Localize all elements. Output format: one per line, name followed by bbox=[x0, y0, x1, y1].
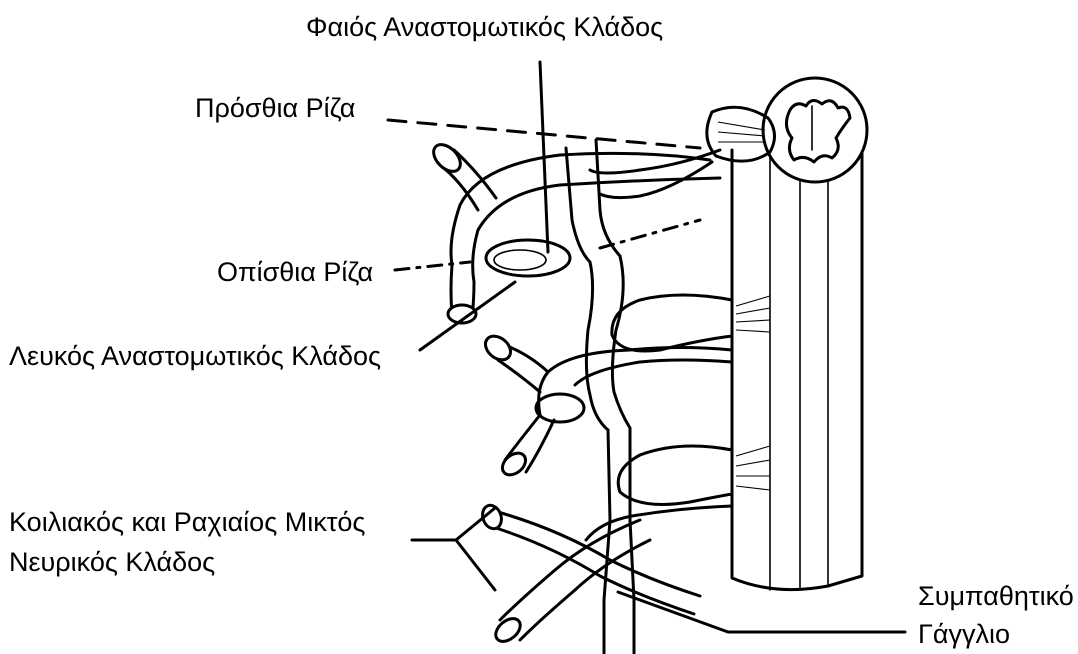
middle-spinal-nerve bbox=[481, 295, 770, 479]
label-mixed-branch-line2: Νευρικός Κλάδος bbox=[9, 546, 215, 578]
label-white-ramus: Λευκός Αναστομωτικός Κλάδος bbox=[9, 340, 381, 372]
lower-spinal-nerve bbox=[479, 446, 770, 646]
sympathetic-trunk bbox=[486, 140, 634, 654]
spinal-cord bbox=[732, 78, 867, 590]
label-ganglion-line1: Συμπαθητικό bbox=[918, 580, 1074, 612]
label-mixed-branch-line1: Κοιλιακός και Ραχιαίος Μικτός bbox=[9, 506, 365, 538]
label-ganglion-line2: Γάγγλιο bbox=[918, 618, 1010, 650]
label-posterior-root: Οπίσθια Ρίζα bbox=[217, 256, 373, 288]
label-anterior-root: Πρόσθια Ρίζα bbox=[195, 92, 355, 124]
label-gray-ramus: Φαιός Αναστομωτικός Κλάδος bbox=[306, 11, 663, 43]
